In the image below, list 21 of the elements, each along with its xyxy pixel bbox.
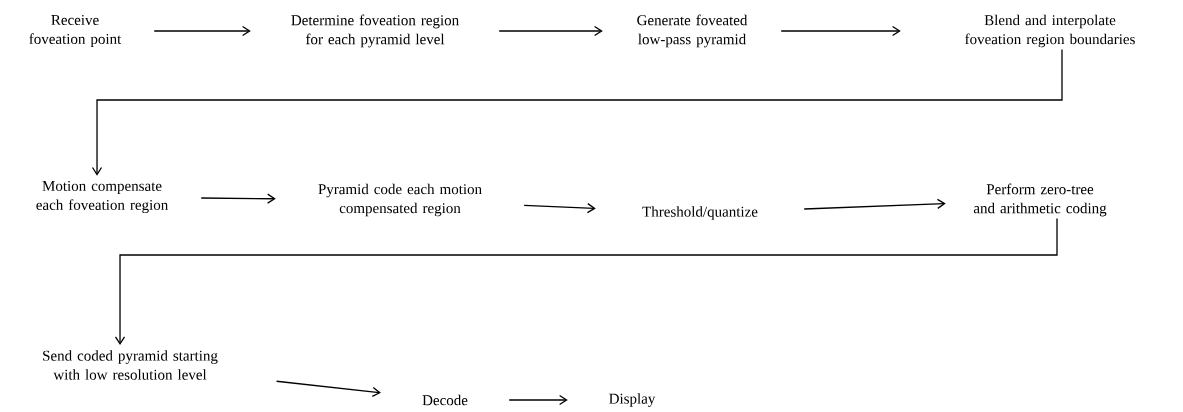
step-label: Send coded pyramid starting with low resolution level — [43, 350, 218, 380]
arrow — [498, 25, 603, 37]
step-label: Generate foveated low-pass pyramid — [637, 14, 748, 48]
arrow — [523, 203, 596, 214]
arrow — [153, 25, 251, 37]
arrow — [275, 380, 381, 398]
arrow — [508, 394, 568, 406]
step-label: Perform zero-tree and arithmetic coding — [973, 183, 1107, 217]
arrow — [803, 198, 946, 210]
step-label: Decode — [422, 394, 468, 406]
step-label: Motion compensate each foveation region — [36, 180, 168, 214]
step-label: Blend and interpolate foveation region boundaries — [965, 14, 1135, 48]
step-label: Determine foveation region for each pyramid level — [291, 14, 459, 48]
step-label: Pyramid code each motion compensated region — [318, 183, 482, 217]
step-label: Threshold/quantize — [642, 206, 758, 220]
arrow — [200, 193, 276, 204]
arrow — [780, 25, 901, 37]
arrow — [91, 48, 1063, 176]
step-label: Receive foveation point — [29, 14, 122, 48]
step-label: Display — [609, 393, 656, 407]
arrow — [114, 217, 1058, 345]
